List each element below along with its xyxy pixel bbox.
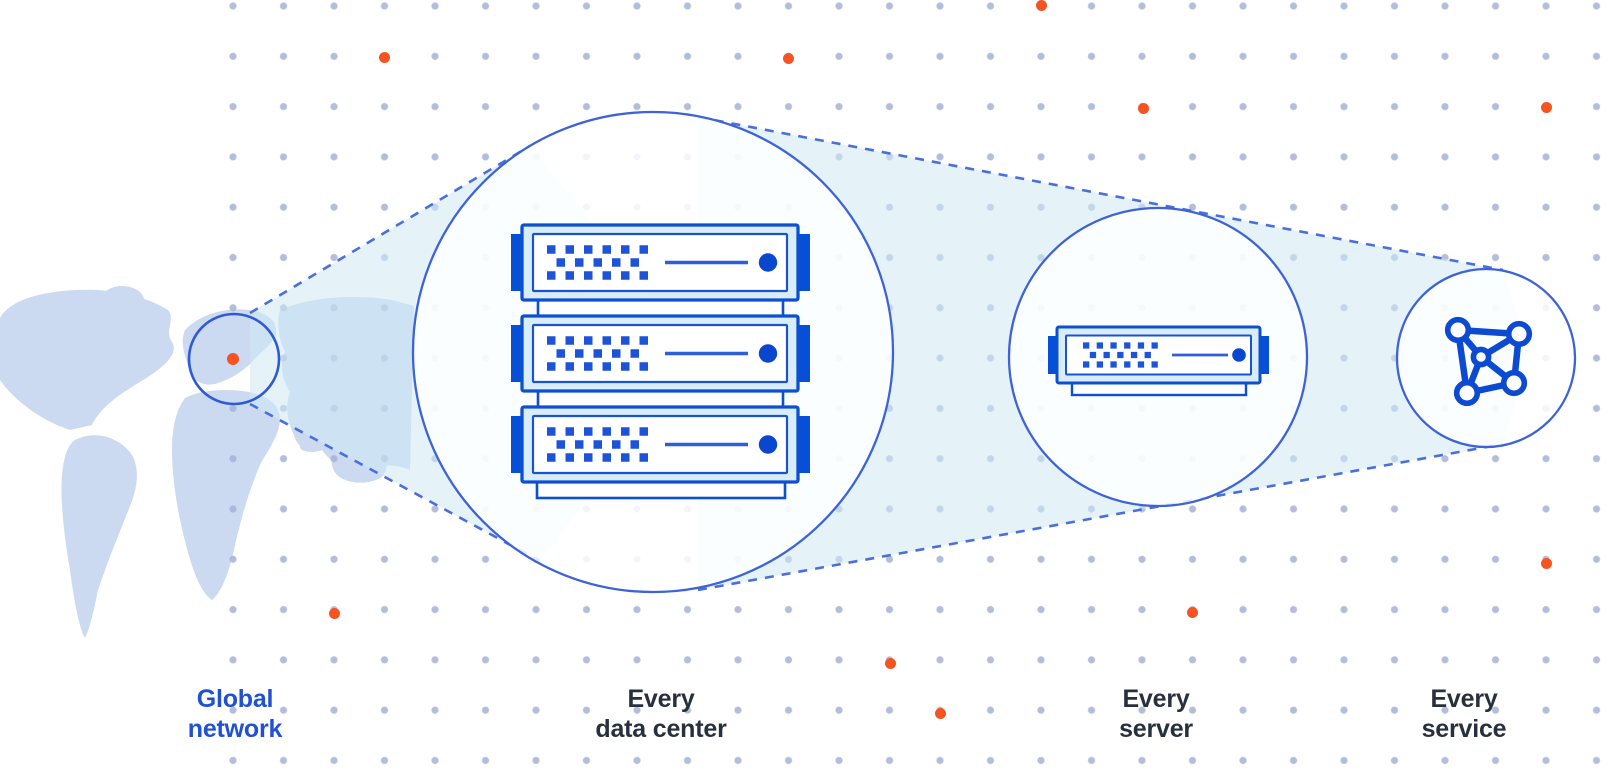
continent-north-america [0,289,174,430]
network-node [1500,369,1528,397]
map-location-circle [187,312,281,406]
server-led [758,344,778,363]
continent-greenland [100,286,145,315]
server-unit [511,314,810,393]
network-node-center [1470,346,1492,368]
server-led [758,435,778,454]
server-unit [511,405,810,484]
server-led [758,253,778,272]
server-icon [1048,325,1269,397]
server-unit [511,223,810,302]
map-pop-marker [227,353,239,365]
label-every-server: Every server [1119,685,1193,743]
label-global-network: Global network [187,685,283,743]
server-stack-icon [511,223,810,500]
network-node [1453,379,1481,407]
continent-south-america [61,435,137,638]
network-node [1505,320,1533,348]
label-every-service: Every service [1421,685,1507,743]
network-nodes-icon [1444,316,1533,407]
network-node [1444,316,1472,344]
label-every-data-center: Every data center [595,685,727,743]
server-led [1232,348,1246,362]
